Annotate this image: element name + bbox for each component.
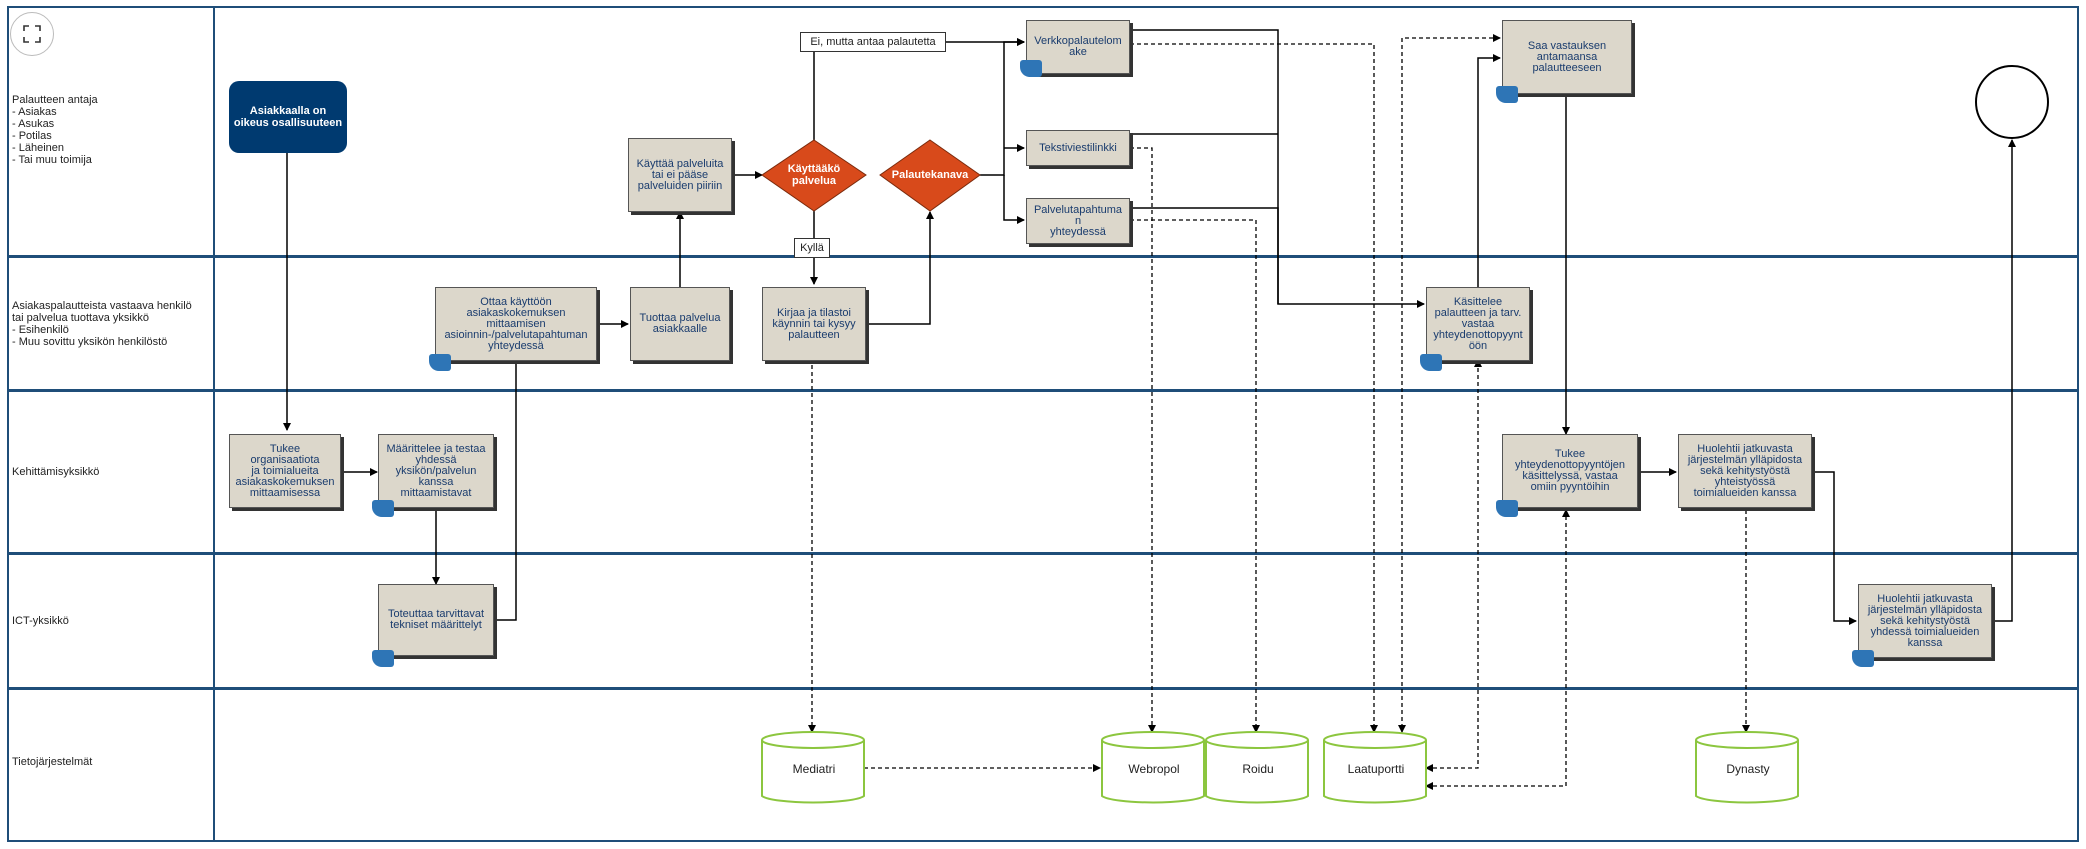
gateway-palautekanava[interactable] <box>879 139 981 212</box>
task-marker-icon <box>372 650 394 667</box>
flow-label-yes: Kyllä <box>794 238 830 258</box>
datastore-label-laatuportti: Laatuportti <box>1347 762 1405 776</box>
task-marker-icon <box>1496 500 1518 517</box>
datastore-label-webropol: Webropol <box>1128 762 1180 776</box>
lane-label-development-unit: Kehittämisyksikkö <box>12 466 100 478</box>
task-label: Huolehtii jatkuvasta järjestelmän ylläpi… <box>1687 442 1803 499</box>
lane-divider <box>7 687 2079 690</box>
data-teksti-to-webropol <box>1130 147 1156 733</box>
datastore-mediatri[interactable] <box>761 731 865 804</box>
task-tukee-organisaatiota[interactable]: Tukee organisaatiota ja toimialueita asi… <box>229 434 341 508</box>
task-label: Huolehtii jatkuvasta järjestelmän ylläpi… <box>1867 592 1983 649</box>
task-label: Tukee organisaatiota ja toimialueita asi… <box>235 442 335 499</box>
lane-divider <box>7 255 2079 258</box>
flow-ict-to-end <box>1992 139 2016 622</box>
flow-channel-to-verkko <box>980 38 1025 176</box>
task-label: Käyttää palveluita tai ei pääse palvelui… <box>636 157 724 192</box>
datastore-label-dynasty: Dynasty <box>1726 762 1770 776</box>
datastore-roidu[interactable] <box>1205 731 1309 804</box>
task-marker-icon <box>1420 354 1442 371</box>
task-kayttaa-palveluita[interactable]: Käyttää palveluita tai ei pääse palvelui… <box>628 138 732 212</box>
task-label: Tekstiviestilinkki <box>1039 141 1117 154</box>
flow-channel-to-palvelutapahtuma <box>1003 175 1025 224</box>
task-kirjaa-ja-tilastoi[interactable]: Kirjaa ja tilastoi käynnin tai kysyy pal… <box>762 287 866 361</box>
task-huolehtii-kehitystyosta[interactable]: Huolehtii jatkuvasta järjestelmän ylläpi… <box>1678 434 1812 508</box>
task-marker-icon <box>429 354 451 371</box>
lane-label-ict-unit: ICT-yksikkö <box>12 615 69 627</box>
data-tukee-laatuportti <box>1425 509 1570 790</box>
task-label: Verkkopalautelom ake <box>1034 35 1122 58</box>
data-saa-to-laatuportti <box>1398 34 1501 733</box>
start-event[interactable]: Asiakkaalla on oikeus osallisuuteen <box>229 81 347 153</box>
task-maarittelee-ja-testaa[interactable]: Määrittelee ja testaa yhdessä yksikön/pa… <box>378 434 494 508</box>
lane-label-feedback-giver: Palautteen antaja - Asiakas - Asukas - P… <box>12 94 98 166</box>
lane-label-divider <box>213 6 215 842</box>
flow-palvelutapahtuma-merge <box>1130 207 1279 304</box>
task-tukee-yhteydenottopyyntojen[interactable]: Tukee yhteydenottopyyntöjen käsittelyssä… <box>1502 434 1638 508</box>
flow-verkko-to-kasittelee <box>1130 29 1425 308</box>
expand-icon <box>23 25 41 43</box>
task-label: Saa vastauksen antamaansa palautteeseen <box>1527 39 1607 74</box>
task-marker-icon <box>1852 650 1874 667</box>
task-tuottaa-palvelua[interactable]: Tuottaa palvelua asiakkaalle <box>630 287 730 361</box>
task-saa-vastauksen[interactable]: Saa vastauksen antamaansa palautteeseen <box>1502 20 1632 94</box>
task-palvelutapahtuman-yhteydessa[interactable]: Palvelutapahtuma n yhteydessä <box>1026 198 1130 244</box>
task-label: Palvelutapahtuma n yhteydessä <box>1033 203 1123 238</box>
task-toteuttaa-maarittelyt[interactable]: Toteuttaa tarvittavat tekniset määrittel… <box>378 584 494 656</box>
flow-label-no: Ei, mutta antaa palautetta <box>800 32 946 52</box>
task-label: Kirjaa ja tilastoi käynnin tai kysyy pal… <box>772 306 856 341</box>
task-kasittelee-palautteen[interactable]: Käsittelee palautteen ja tarv. vastaa yh… <box>1426 287 1530 361</box>
task-marker-icon <box>1496 86 1518 103</box>
task-verkkopalautelomake[interactable]: Verkkopalautelom ake <box>1026 20 1130 74</box>
lane-label-responsible-unit: Asiakaspalautteista vastaava henkilö tai… <box>12 300 192 348</box>
task-huolehtii-ict[interactable]: Huolehtii jatkuvasta järjestelmän ylläpi… <box>1858 584 1992 658</box>
datastore-webropol[interactable] <box>1101 731 1205 804</box>
datastore-dynasty[interactable] <box>1695 731 1799 804</box>
flow-toteuttaa-to-ottaa <box>496 325 520 621</box>
data-verkko-to-laatuportti <box>1130 43 1378 733</box>
task-label: Määrittelee ja testaa yhdessä yksikön/pa… <box>386 442 486 499</box>
task-tekstiviestilinkki[interactable]: Tekstiviestilinkki <box>1026 130 1130 166</box>
gateway-kayttaako[interactable] <box>761 139 867 212</box>
data-palvelutapahtuma-to-roidu <box>1130 219 1260 733</box>
task-label: Käsittelee palautteen ja tarv. vastaa yh… <box>1433 295 1523 352</box>
datastore-label-roidu: Roidu <box>1242 762 1274 776</box>
task-marker-icon <box>372 500 394 517</box>
flow-kirjaa-to-palautekanava <box>868 211 934 325</box>
datastore-label-mediatri: Mediatri <box>792 762 836 776</box>
task-ottaa-kayttoon[interactable]: Ottaa käyttöön asiakaskokemuksen mittaam… <box>435 287 597 361</box>
task-label: Toteuttaa tarvittavat tekniset määrittel… <box>388 608 484 631</box>
lane-divider <box>7 552 2079 555</box>
task-marker-icon <box>1020 60 1042 77</box>
data-kasittelee-laatuportti <box>1425 359 1482 772</box>
end-event[interactable] <box>1975 65 2049 139</box>
lane-divider <box>7 389 2079 392</box>
swimlane-frame <box>7 6 2079 842</box>
task-label: Tukee yhteydenottopyyntöjen käsittelyssä… <box>1514 448 1626 493</box>
datastore-laatuportti[interactable] <box>1323 731 1427 804</box>
expand-button[interactable] <box>10 12 54 56</box>
task-label: Tuottaa palvelua asiakkaalle <box>639 312 721 335</box>
lane-label-information-systems: Tietojärjestelmät <box>12 756 93 768</box>
flow-gateway-no <box>813 38 1025 140</box>
flow-huolehtii-to-ict <box>1812 471 1857 625</box>
task-label: Ottaa käyttöön asiakaskokemuksen mittaam… <box>444 295 588 352</box>
